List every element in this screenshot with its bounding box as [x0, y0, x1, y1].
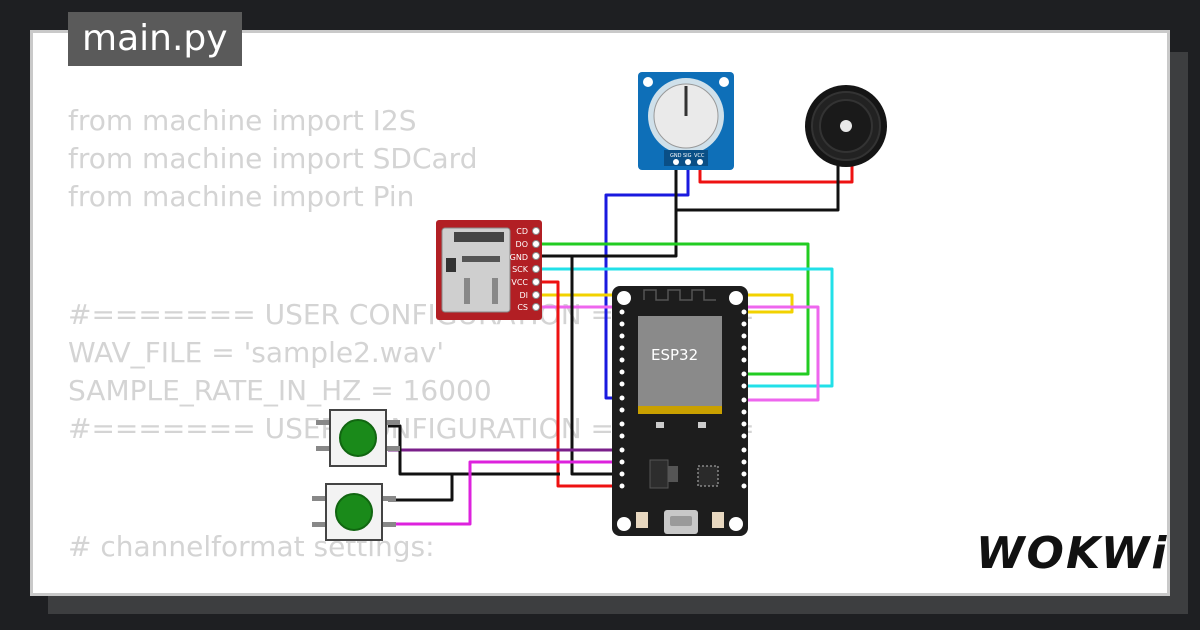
push-button-2[interactable]	[312, 483, 396, 541]
sd-pin-label: GND	[510, 253, 528, 262]
sd-pin-label: DI	[519, 291, 528, 300]
code-line: from machine import SDCard	[68, 142, 478, 175]
wire-black-sd-gnd	[536, 210, 678, 258]
code-line: from machine import I2S	[68, 104, 417, 137]
wire-cyan	[536, 267, 834, 388]
code-line: WAV_FILE = 'sample2.wav'	[68, 336, 445, 369]
wokwi-logo: WOKWi	[976, 528, 1169, 579]
wire-green	[536, 242, 810, 376]
pot-pin-label: GND	[670, 153, 682, 159]
wire-red-buzzer	[698, 160, 854, 184]
wire-magenta	[388, 460, 622, 526]
wire-black-button-2	[388, 474, 454, 502]
project-card	[30, 30, 1170, 596]
wire-black-buzzer	[674, 160, 840, 212]
wire-blue	[604, 160, 690, 400]
sd-pin-label: CD	[516, 227, 528, 236]
sd-pin-label: VCC	[511, 278, 528, 287]
button-cap-icon[interactable]	[335, 493, 373, 531]
sd-pin-label: SCK	[512, 265, 529, 274]
push-button-1[interactable]	[316, 409, 400, 467]
wire-red-esp-vin	[536, 280, 622, 488]
sd-pin-label: DO	[516, 240, 528, 249]
buzzer[interactable]	[805, 85, 887, 167]
file-tab[interactable]: main.py	[68, 12, 242, 66]
pot-pin-label: SIG	[683, 153, 692, 159]
sd-pin-label: CS	[517, 303, 528, 312]
wire-black-esp-gnd	[536, 254, 622, 476]
pot-pin-label: VCC	[694, 153, 705, 159]
potentiometer[interactable]: GND SIG VCC	[638, 72, 734, 170]
esp32-board[interactable]: ESP32	[612, 286, 748, 536]
esp32-label: ESP32	[651, 346, 698, 364]
speaker-icon	[840, 120, 852, 132]
sd-card-module[interactable]: CD DO GND SCK VCC DI CS	[436, 220, 542, 320]
code-line: from machine import Pin	[68, 180, 415, 213]
code-line: SAMPLE_RATE_IN_HZ = 16000	[68, 374, 492, 407]
button-cap-icon[interactable]	[339, 419, 377, 457]
